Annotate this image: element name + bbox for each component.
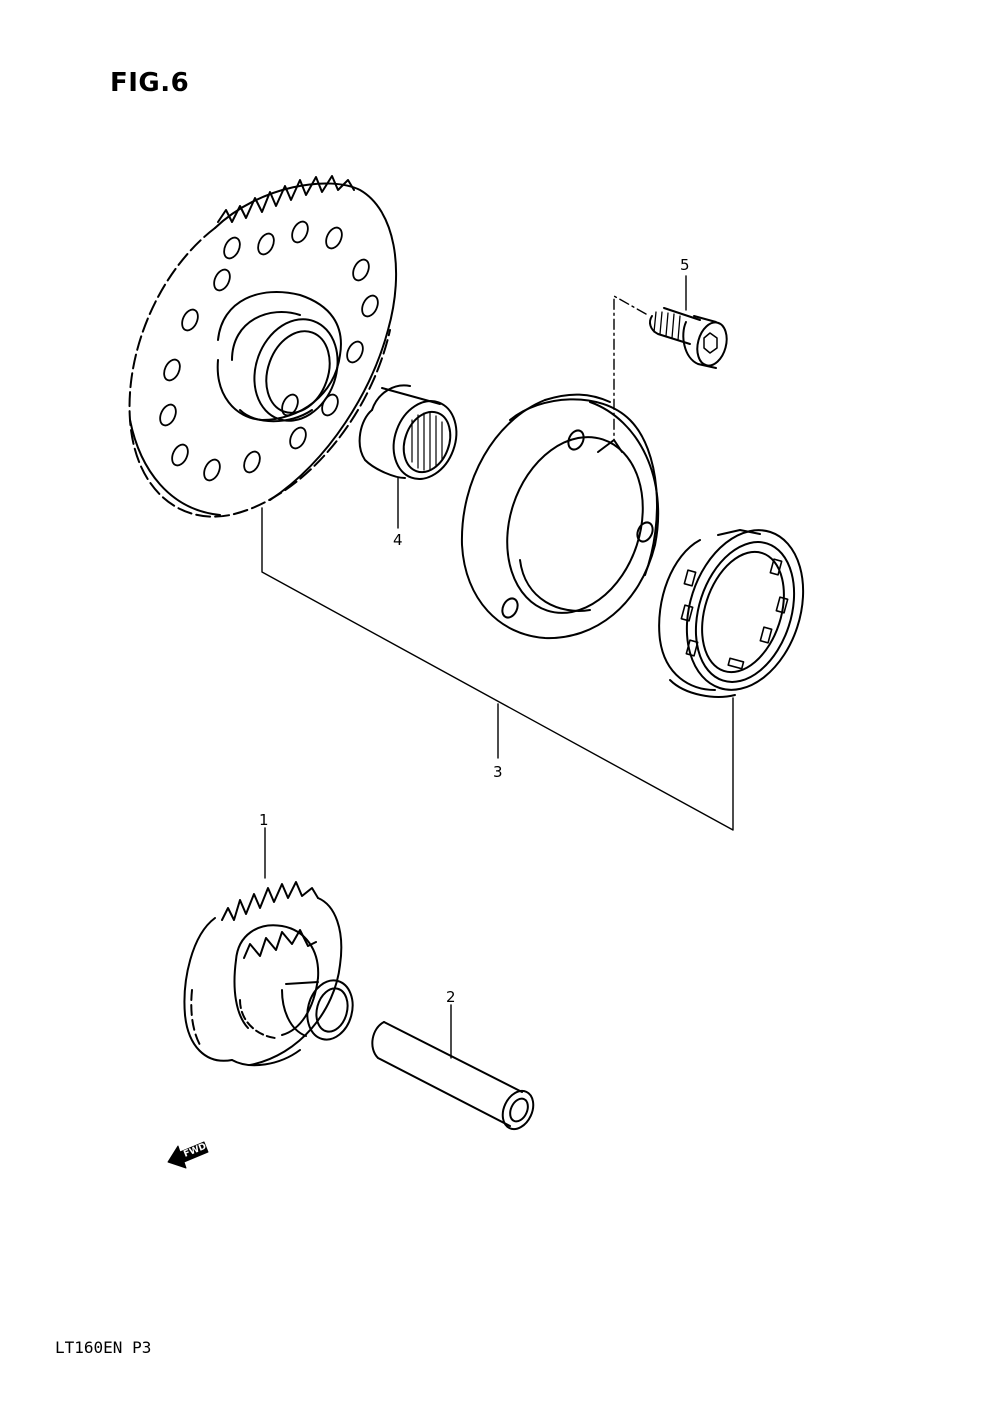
figure-title: FIG.6	[110, 68, 190, 98]
model-code: LT160EN P3	[55, 1338, 152, 1357]
forward-direction-arrow: FWD	[167, 1141, 209, 1169]
starter-idle-gear-drawing	[183, 881, 354, 1067]
callout-2: 2	[446, 988, 456, 1006]
leader-lines	[261, 275, 734, 1059]
callout-4: 4	[393, 531, 403, 549]
one-way-clutch-drawing	[658, 529, 805, 698]
callout-3: 3	[493, 763, 503, 781]
starter-clutch-housing	[460, 393, 660, 640]
starter-driven-gear	[128, 175, 398, 518]
idle-gear-shaft-drawing	[371, 1021, 535, 1131]
needle-bearing-drawing	[358, 384, 458, 480]
callout-5: 5	[680, 256, 690, 274]
socket-bolt-drawing	[649, 307, 728, 369]
callout-1: 1	[259, 811, 269, 829]
